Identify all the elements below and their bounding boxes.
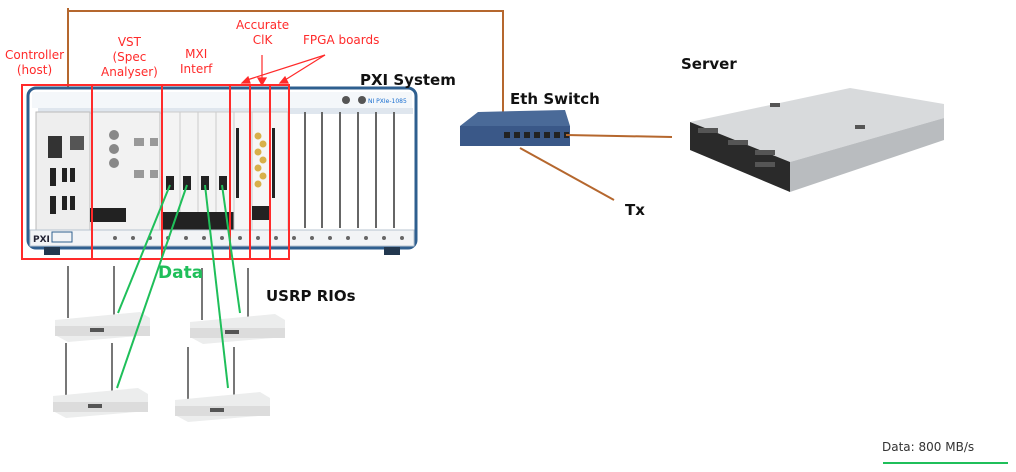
pxi-chassis — [26, 86, 418, 255]
label-vst: VST (Spec Analyser) — [101, 35, 158, 79]
data-link-2 — [116, 184, 188, 389]
ethernet-link-top-run — [68, 10, 504, 145]
ethernet-link-switch-tx — [519, 147, 615, 201]
usrp-rio-4 — [175, 347, 270, 422]
server — [690, 88, 944, 192]
label-tx: Tx — [625, 201, 645, 219]
label-mxi: MXI Interf — [180, 47, 213, 76]
label-controller: Controller (host) — [5, 48, 65, 77]
ethernet-switch — [460, 110, 570, 146]
label-data: Data — [158, 263, 204, 283]
data-link-4 — [221, 184, 241, 314]
label-accurate-clk: Accurate ClK — [236, 18, 290, 47]
data-link-1 — [117, 184, 171, 314]
chassis-badge: PXI — [33, 235, 50, 245]
ethernet-link-switch-server — [565, 134, 673, 138]
usrp-rio-1 — [55, 266, 150, 342]
label-server: Server — [681, 55, 737, 73]
fpga-arrow-1 — [246, 54, 326, 81]
usrp-rio-2 — [190, 268, 285, 344]
label-pxi-system: PXI System — [360, 71, 456, 89]
fpga2-highlight-box — [269, 84, 290, 260]
data-link-3 — [204, 184, 229, 389]
chassis-model: NI PXIe-1085 — [368, 98, 407, 105]
label-usrp-rios: USRP RIOs — [266, 287, 356, 305]
legend-data-rate: Data: 800 MB/s — [882, 440, 975, 454]
fpga-arrow-2 — [284, 54, 326, 81]
label-fpga-boards: FPGA boards — [303, 33, 380, 47]
label-eth-switch: Eth Switch — [510, 90, 600, 108]
usrp-rio-3 — [53, 343, 148, 418]
